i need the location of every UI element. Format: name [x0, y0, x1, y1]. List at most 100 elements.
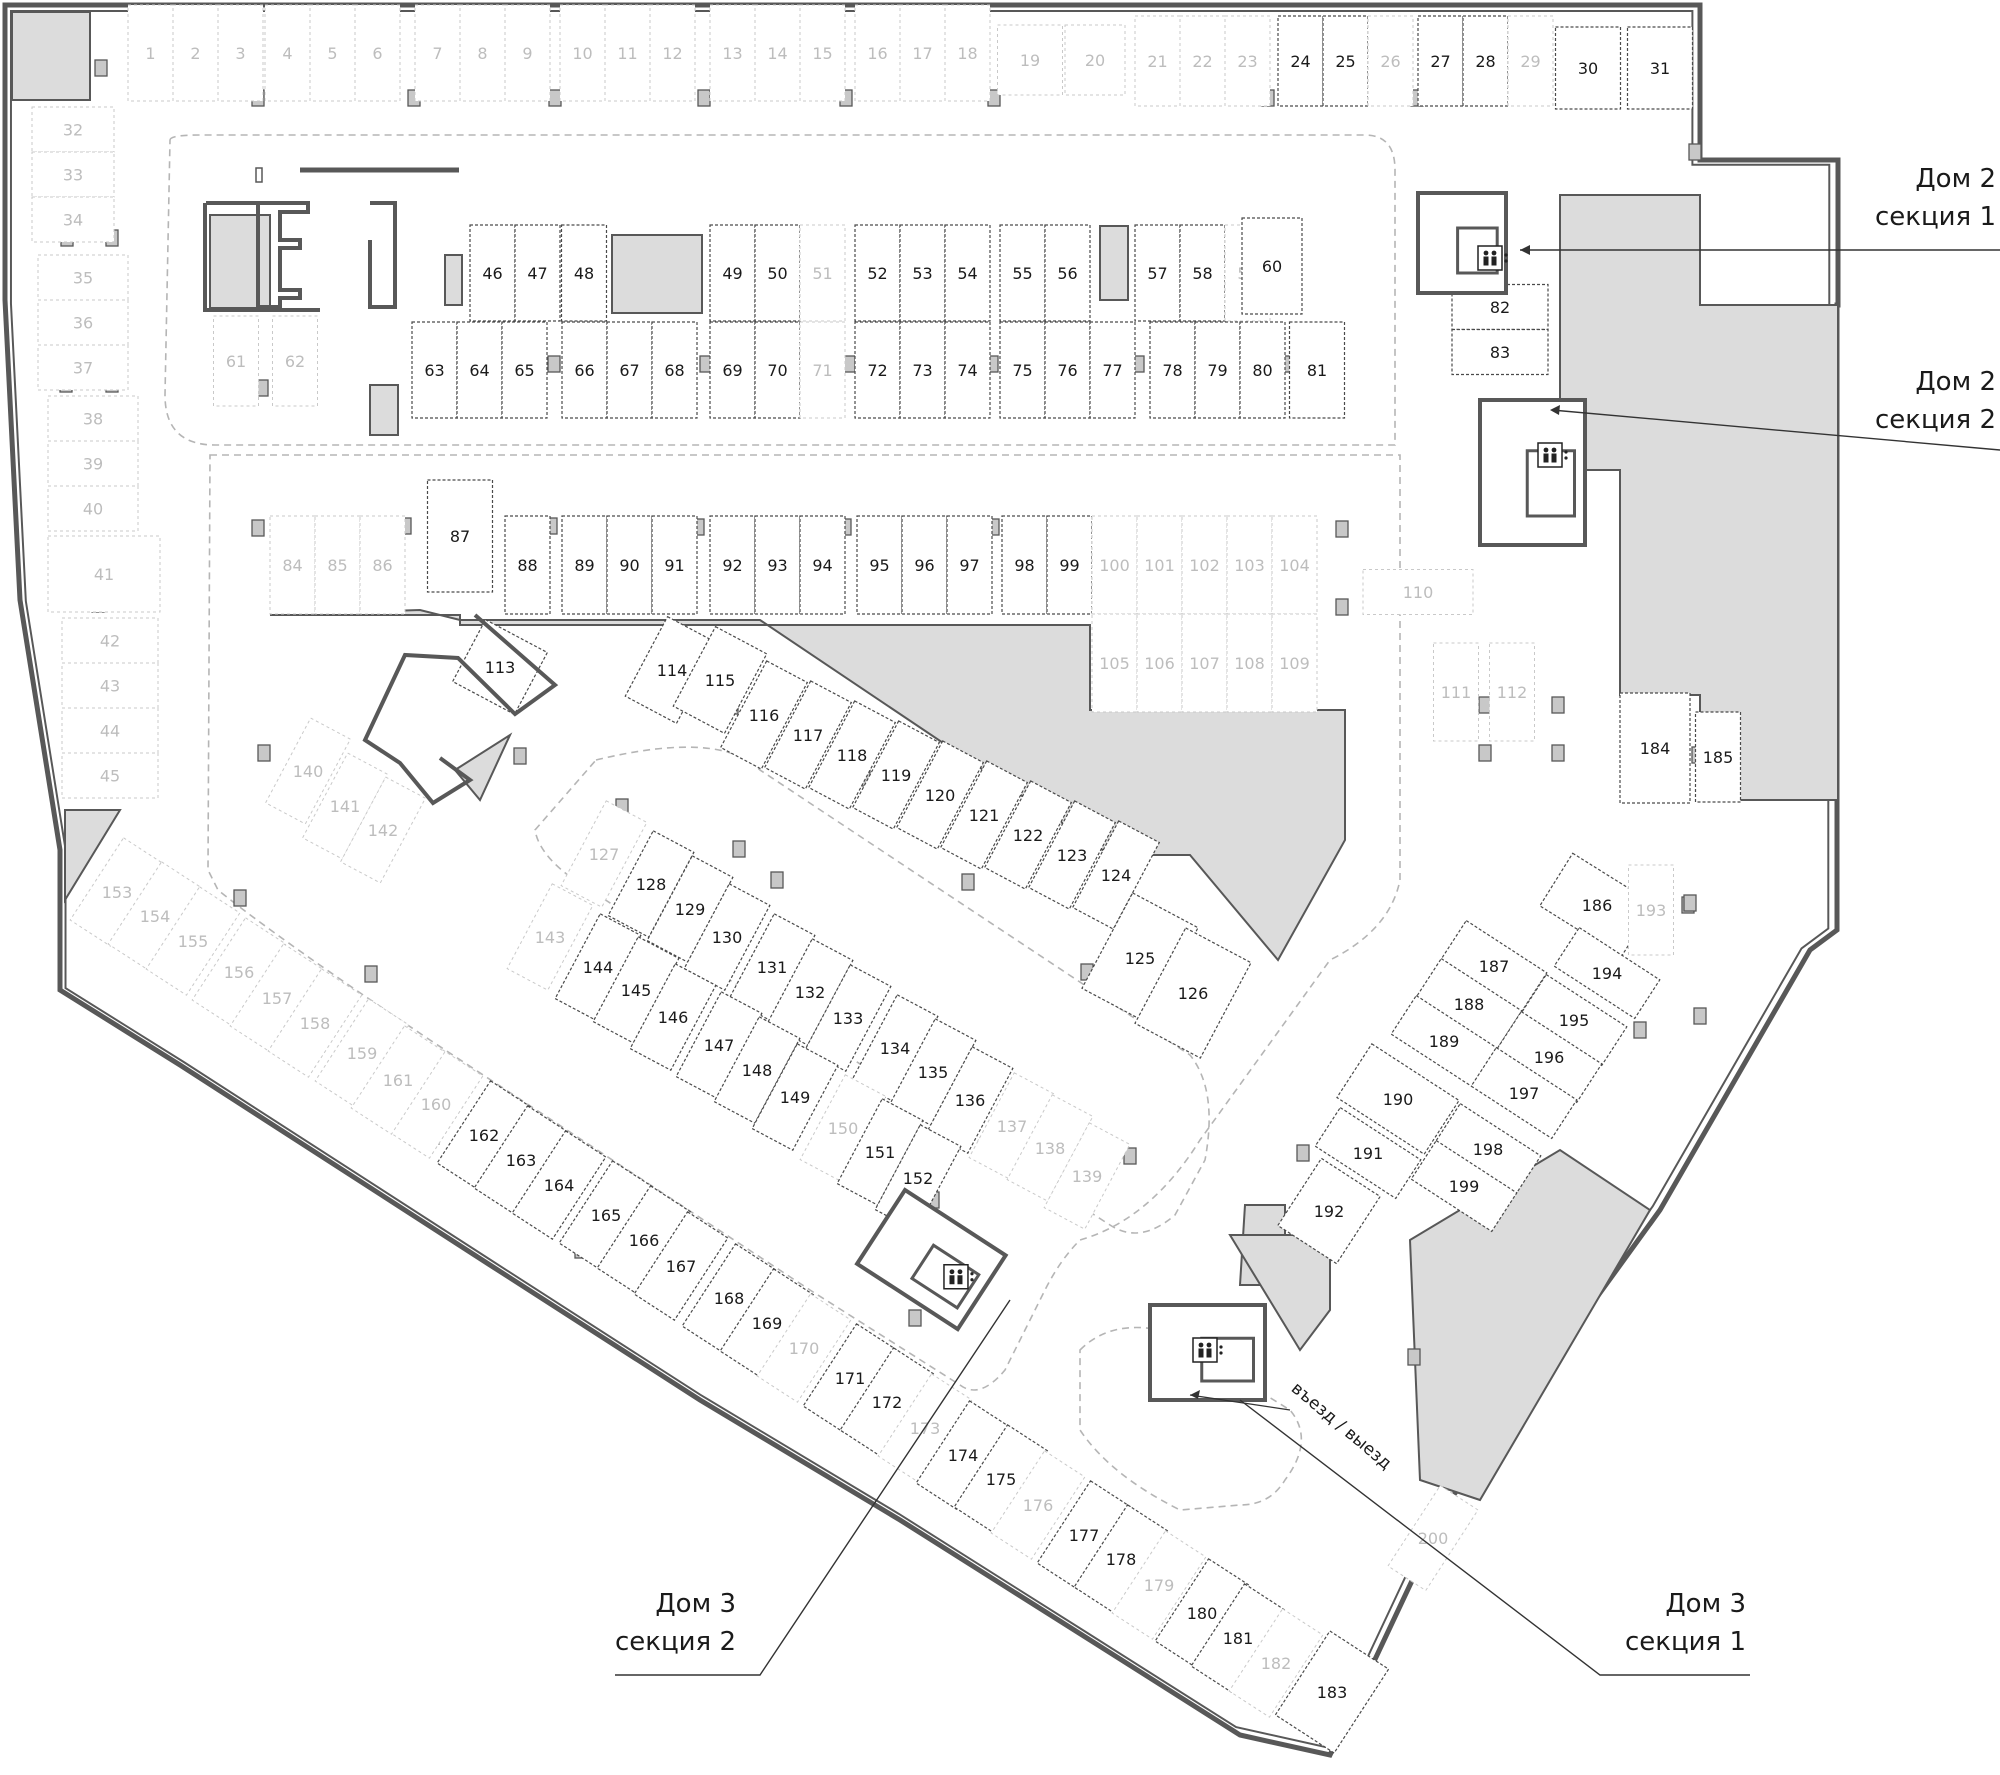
parking-space-5[interactable]: 5 [309, 4, 356, 102]
parking-space-3[interactable]: 3 [217, 4, 264, 102]
parking-space-117[interactable]: 117 [763, 680, 853, 790]
parking-space-81[interactable]: 81 [1288, 321, 1346, 419]
parking-space-140[interactable]: 140 [264, 717, 352, 825]
parking-space-73[interactable]: 73 [899, 321, 946, 419]
parking-space-145[interactable]: 145 [592, 936, 680, 1044]
parking-space-27[interactable]: 27 [1417, 15, 1464, 107]
parking-space-25[interactable]: 25 [1322, 15, 1369, 107]
parking-space-128[interactable]: 128 [607, 830, 695, 938]
parking-space-153[interactable]: 153 [69, 837, 165, 947]
parking-space-176[interactable]: 176 [990, 1450, 1086, 1560]
parking-space-10[interactable]: 10 [559, 4, 606, 102]
parking-space-144[interactable]: 144 [554, 913, 642, 1021]
parking-space-109[interactable]: 109 [1271, 613, 1318, 713]
parking-space-118[interactable]: 118 [807, 700, 897, 810]
parking-space-43[interactable]: 43 [61, 662, 159, 709]
parking-space-12[interactable]: 12 [649, 4, 696, 102]
parking-space-67[interactable]: 67 [606, 321, 653, 419]
parking-space-190[interactable]: 190 [1336, 1043, 1460, 1155]
parking-space-77[interactable]: 77 [1089, 321, 1136, 419]
parking-space-124[interactable]: 124 [1071, 820, 1161, 930]
parking-space-96[interactable]: 96 [901, 515, 948, 615]
parking-space-104[interactable]: 104 [1271, 515, 1318, 615]
parking-space-135[interactable]: 135 [889, 1018, 977, 1126]
parking-space-2[interactable]: 2 [172, 4, 219, 102]
parking-space-164[interactable]: 164 [511, 1130, 607, 1240]
parking-space-55[interactable]: 55 [999, 224, 1046, 322]
parking-space-4[interactable]: 4 [264, 4, 311, 102]
parking-space-129[interactable]: 129 [646, 855, 734, 963]
parking-space-185[interactable]: 185 [1694, 711, 1742, 803]
parking-space-61[interactable]: 61 [213, 315, 259, 407]
parking-space-93[interactable]: 93 [754, 515, 801, 615]
parking-space-78[interactable]: 78 [1149, 321, 1196, 419]
parking-space-80[interactable]: 80 [1239, 321, 1286, 419]
parking-space-33[interactable]: 33 [31, 151, 115, 198]
parking-space-15[interactable]: 15 [799, 4, 846, 102]
parking-space-24[interactable]: 24 [1277, 15, 1324, 107]
parking-space-87[interactable]: 87 [426, 479, 494, 593]
parking-space-92[interactable]: 92 [709, 515, 756, 615]
parking-space-71[interactable]: 71 [799, 321, 846, 419]
parking-space-9[interactable]: 9 [504, 4, 551, 102]
parking-space-137[interactable]: 137 [968, 1072, 1056, 1180]
parking-space-37[interactable]: 37 [37, 344, 129, 391]
parking-space-36[interactable]: 36 [37, 299, 129, 346]
parking-space-184[interactable]: 184 [1619, 692, 1691, 804]
parking-space-13[interactable]: 13 [709, 4, 756, 102]
parking-space-101[interactable]: 101 [1136, 515, 1183, 615]
parking-space-89[interactable]: 89 [561, 515, 608, 615]
parking-space-115[interactable]: 115 [672, 625, 768, 735]
parking-space-120[interactable]: 120 [895, 740, 985, 850]
parking-space-179[interactable]: 179 [1111, 1530, 1207, 1640]
parking-space-64[interactable]: 64 [456, 321, 503, 419]
parking-space-170[interactable]: 170 [756, 1293, 852, 1403]
parking-space-103[interactable]: 103 [1226, 515, 1273, 615]
parking-space-90[interactable]: 90 [606, 515, 653, 615]
parking-space-52[interactable]: 52 [854, 224, 901, 322]
parking-space-8[interactable]: 8 [459, 4, 506, 102]
parking-space-146[interactable]: 146 [629, 963, 717, 1071]
parking-space-149[interactable]: 149 [751, 1043, 839, 1151]
parking-space-169[interactable]: 169 [719, 1268, 815, 1378]
parking-space-88[interactable]: 88 [504, 515, 551, 615]
parking-space-112[interactable]: 112 [1489, 642, 1535, 742]
parking-space-30[interactable]: 30 [1554, 26, 1622, 110]
parking-space-7[interactable]: 7 [414, 4, 461, 102]
parking-space-95[interactable]: 95 [856, 515, 903, 615]
parking-space-62[interactable]: 62 [272, 315, 318, 407]
parking-space-46[interactable]: 46 [469, 224, 516, 322]
parking-space-178[interactable]: 178 [1073, 1504, 1169, 1614]
parking-space-16[interactable]: 16 [854, 4, 901, 102]
parking-space-111[interactable]: 111 [1433, 642, 1479, 742]
parking-space-98[interactable]: 98 [1001, 515, 1048, 615]
parking-space-57[interactable]: 57 [1134, 224, 1181, 322]
parking-space-41[interactable]: 41 [47, 535, 161, 613]
parking-space-110[interactable]: 110 [1362, 569, 1474, 615]
parking-space-45[interactable]: 45 [61, 752, 159, 799]
parking-space-102[interactable]: 102 [1181, 515, 1228, 615]
parking-space-56[interactable]: 56 [1044, 224, 1091, 322]
parking-space-97[interactable]: 97 [946, 515, 993, 615]
parking-space-31[interactable]: 31 [1626, 26, 1694, 110]
parking-space-47[interactable]: 47 [514, 224, 561, 322]
parking-space-83[interactable]: 83 [1451, 328, 1549, 376]
parking-space-32[interactable]: 32 [31, 106, 115, 153]
parking-space-26[interactable]: 26 [1367, 15, 1414, 107]
parking-space-22[interactable]: 22 [1179, 15, 1226, 107]
parking-space-122[interactable]: 122 [983, 780, 1073, 890]
parking-space-132[interactable]: 132 [766, 938, 854, 1046]
parking-space-84[interactable]: 84 [269, 515, 316, 615]
parking-space-54[interactable]: 54 [944, 224, 991, 322]
parking-space-72[interactable]: 72 [854, 321, 901, 419]
parking-space-66[interactable]: 66 [561, 321, 608, 419]
parking-space-28[interactable]: 28 [1462, 15, 1509, 107]
parking-space-38[interactable]: 38 [47, 395, 139, 442]
parking-space-158[interactable]: 158 [267, 968, 363, 1078]
parking-space-48[interactable]: 48 [560, 224, 608, 322]
parking-space-100[interactable]: 100 [1091, 515, 1138, 615]
parking-space-58[interactable]: 58 [1179, 224, 1226, 322]
parking-space-119[interactable]: 119 [851, 720, 941, 830]
parking-space-51[interactable]: 51 [799, 224, 846, 322]
parking-space-94[interactable]: 94 [799, 515, 846, 615]
